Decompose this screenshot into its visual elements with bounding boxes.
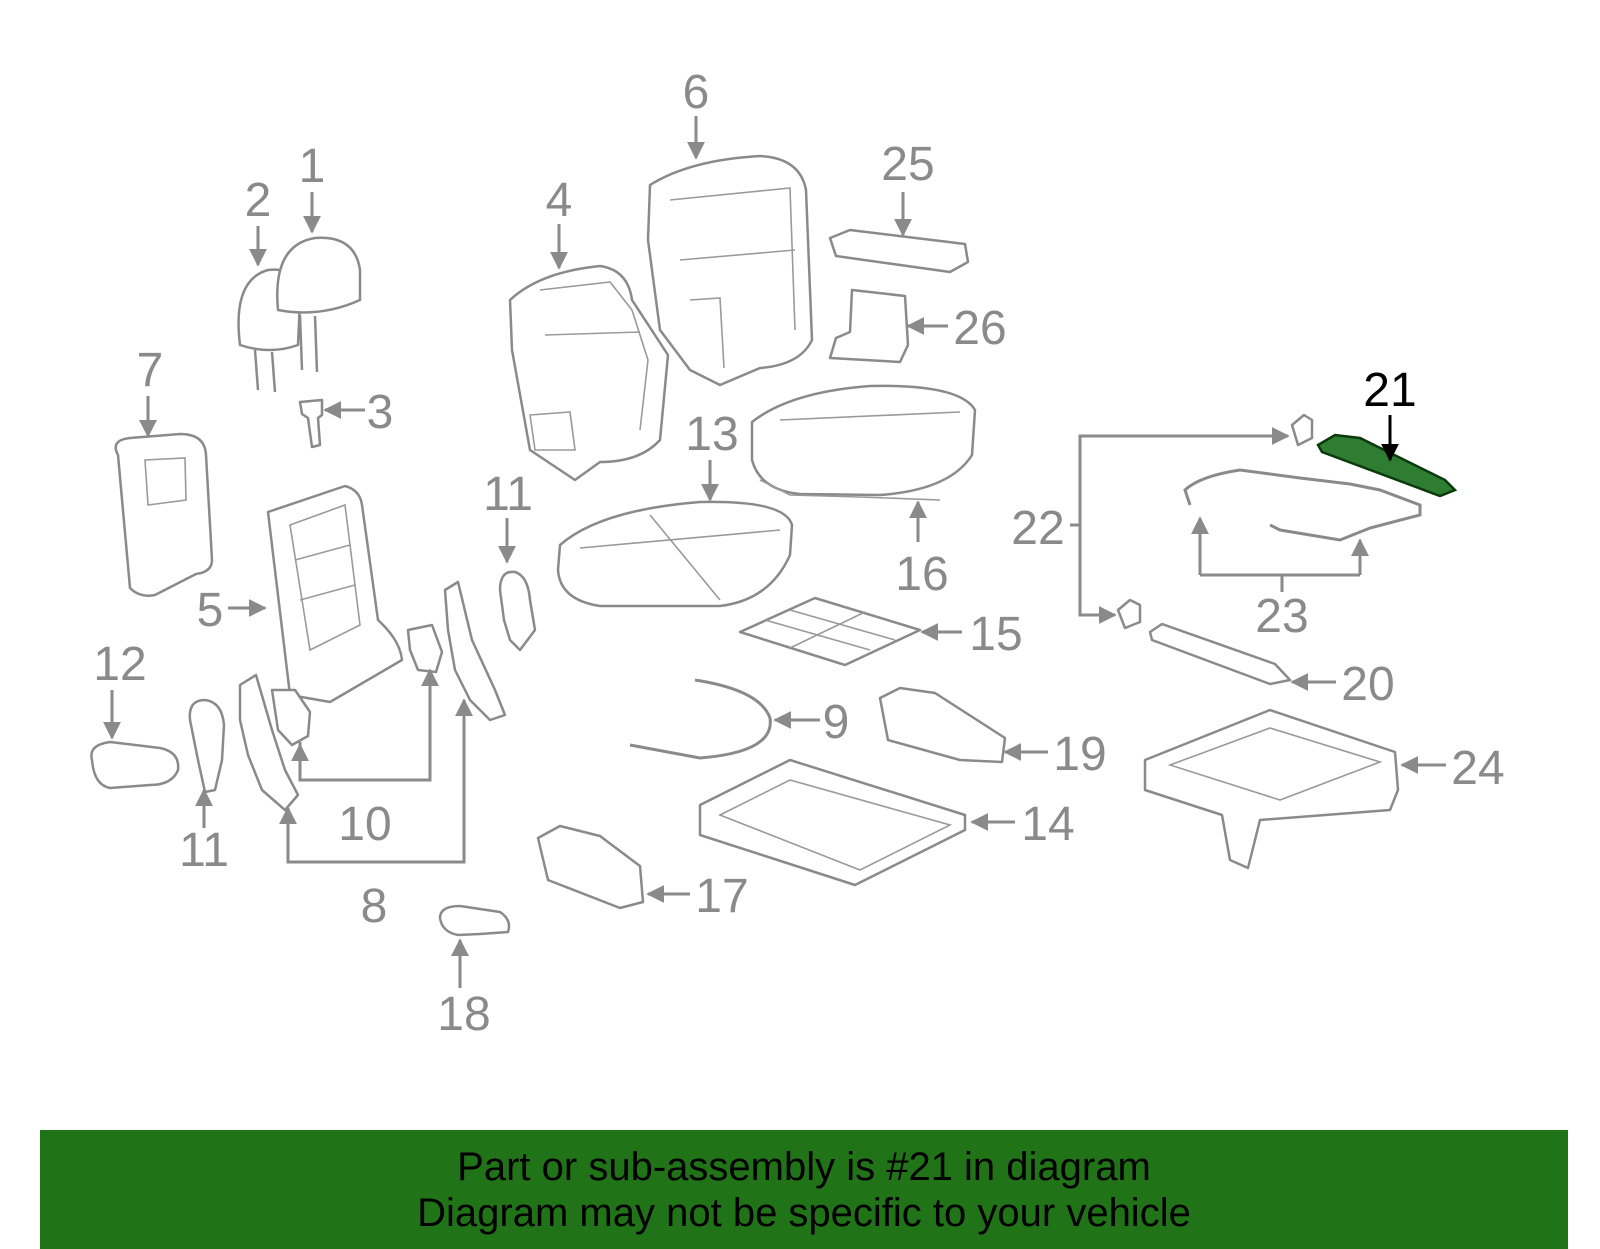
callout-19: 19 — [1053, 728, 1106, 781]
part-seat-back-4 — [508, 264, 670, 482]
part-recliner-8-left — [238, 673, 300, 812]
callout-2: 2 — [245, 174, 272, 227]
callout-18: 18 — [437, 988, 490, 1041]
callout-22: 22 — [1011, 502, 1064, 555]
part-cable-9 — [629, 678, 772, 760]
callout-6: 6 — [683, 66, 710, 119]
callout-labels: 1 2 3 4 5 6 7 8 9 10 11 11 12 13 14 15 1… — [93, 66, 1504, 1041]
part-track-rail-20 — [1148, 622, 1292, 686]
callout-23: 23 — [1255, 590, 1308, 643]
part-seat-riser-24 — [1143, 708, 1400, 870]
info-banner: Part or sub-assembly is #21 in diagram D… — [40, 1130, 1568, 1249]
callout-9: 9 — [823, 696, 850, 749]
part-recliner-cover-11-left — [188, 698, 226, 794]
callout-24: 24 — [1451, 742, 1504, 795]
part-trim-cap-12 — [90, 740, 180, 790]
banner-line-2: Diagram may not be specific to your vehi… — [417, 1191, 1191, 1235]
callout-11-left: 11 — [179, 824, 229, 877]
part-guide-3 — [298, 398, 324, 449]
part-side-shield-17 — [536, 824, 645, 910]
part-seat-back-6 — [646, 154, 814, 387]
callout-3: 3 — [367, 386, 394, 439]
callout-26: 26 — [953, 302, 1006, 355]
part-track-21-highlighted — [1316, 433, 1458, 498]
part-pivot-10-left — [270, 688, 312, 747]
part-seat-cushion-16 — [750, 384, 977, 501]
part-seat-cushion-13 — [556, 500, 794, 608]
part-recliner-8-right — [443, 580, 507, 722]
part-springs-23 — [1183, 468, 1422, 542]
part-tray-25 — [828, 228, 970, 274]
callout-7: 7 — [137, 344, 164, 397]
part-seat-frame-14 — [698, 758, 967, 887]
callout-14: 14 — [1021, 798, 1074, 851]
part-side-shield-19 — [878, 686, 1007, 764]
part-handle-18 — [438, 904, 511, 937]
banner-line-1: Part or sub-assembly is #21 in diagram — [457, 1145, 1151, 1189]
callout-11-right: 11 — [483, 468, 533, 521]
callout-13: 13 — [685, 408, 738, 461]
callout-25: 25 — [881, 138, 934, 191]
callout-21: 21 — [1363, 364, 1416, 417]
callout-15: 15 — [969, 608, 1022, 661]
part-pivot-10-right — [406, 623, 444, 674]
part-bracket-26 — [828, 288, 910, 364]
part-bracket-22-upper — [1290, 413, 1314, 447]
part-back-panel-7 — [114, 432, 214, 597]
part-recliner-cover-11-right — [498, 570, 537, 652]
part-seat-back-frame-5 — [266, 484, 404, 704]
callout-4: 4 — [546, 174, 573, 227]
part-headrest-1 — [276, 236, 362, 373]
callout-12: 12 — [93, 638, 146, 691]
callout-8: 8 — [361, 880, 388, 933]
callout-17: 17 — [695, 870, 748, 923]
leader-lines — [103, 116, 1446, 988]
seat-parts-diagram: 1 2 3 4 5 6 7 8 9 10 11 11 12 13 14 15 1… — [90, 66, 1505, 1041]
part-bracket-22-lower — [1116, 598, 1142, 630]
callout-10: 10 — [338, 798, 391, 851]
part-support-mat-15 — [738, 596, 922, 667]
callout-5: 5 — [197, 584, 224, 637]
callout-16: 16 — [895, 548, 948, 601]
callout-20: 20 — [1341, 658, 1394, 711]
callout-1: 1 — [299, 140, 326, 193]
